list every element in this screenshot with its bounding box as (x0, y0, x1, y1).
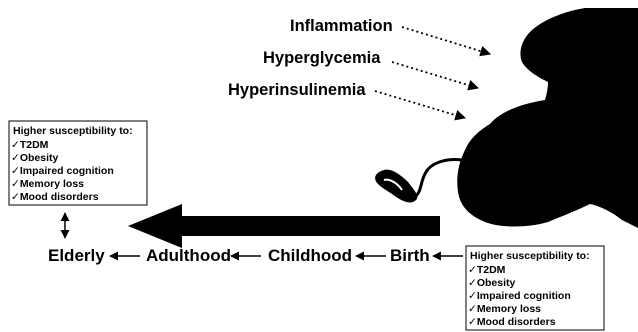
list-item: ✓Obesity (468, 277, 515, 289)
stage-label-childhood: Childhood (268, 246, 352, 265)
list-item: ✓Memory loss (468, 303, 541, 315)
box-title: Higher susceptibility to: (13, 125, 133, 137)
check-icon: ✓ (11, 165, 20, 177)
susceptibility-box-right: Higher susceptibility to: ✓T2DM ✓Obesity… (466, 246, 604, 330)
box-title: Higher susceptibility to: (470, 250, 590, 262)
list-item: ✓Memory loss (11, 178, 84, 190)
list-item: ✓Obesity (11, 152, 58, 164)
list-item: ✓Mood disorders (468, 316, 556, 328)
check-icon: ✓ (11, 139, 20, 151)
pregnant-woman-silhouette (457, 8, 638, 228)
check-icon: ✓ (468, 277, 477, 289)
list-item: ✓T2DM (468, 264, 506, 276)
check-icon: ✓ (468, 290, 477, 302)
hyperglycemia-arrow (392, 62, 478, 88)
check-icon: ✓ (468, 264, 477, 276)
check-icon: ✓ (11, 152, 20, 164)
condition-label-hyperinsulinemia: Hyperinsulinemia (228, 81, 366, 99)
list-item: ✓T2DM (11, 139, 49, 151)
check-icon: ✓ (11, 178, 20, 190)
stage-label-adulthood: Adulthood (146, 246, 231, 265)
check-icon: ✓ (468, 303, 477, 315)
condition-label-inflammation: Inflammation (290, 17, 393, 35)
timeline-big-arrow (128, 204, 440, 248)
inflammation-arrow (402, 27, 490, 54)
list-item: ✓Mood disorders (11, 191, 99, 203)
susceptibility-box-left: Higher susceptibility to: ✓T2DM ✓Obesity… (9, 121, 147, 205)
hyperinsulinemia-arrow (375, 91, 465, 118)
list-item: ✓Impaired cognition (11, 165, 114, 177)
placenta-icon (375, 170, 417, 203)
stage-label-birth: Birth (390, 246, 430, 265)
check-icon: ✓ (11, 191, 20, 203)
list-item: ✓Impaired cognition (468, 290, 571, 302)
umbilical-cord (416, 160, 462, 197)
check-icon: ✓ (468, 316, 477, 328)
stage-label-elderly: Elderly (48, 246, 105, 265)
condition-label-hyperglycemia: Hyperglycemia (263, 49, 381, 67)
